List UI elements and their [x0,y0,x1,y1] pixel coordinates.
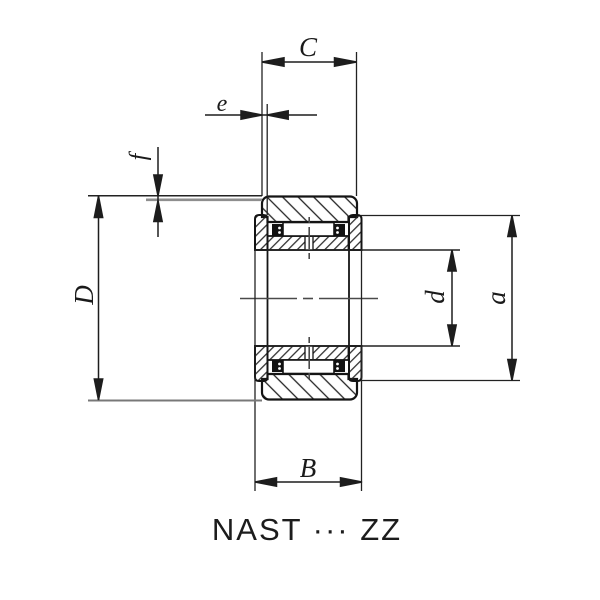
dim-label-d: d [420,290,450,304]
arrowhead [93,378,104,401]
side-plate-bottom-right [348,345,363,382]
side-plate-top-left [254,214,269,251]
shield-bottom-left [272,360,283,372]
extension-lines [88,52,520,491]
shield-top-right [334,224,345,236]
dimension-e [205,109,317,121]
dimension-D [93,196,104,401]
shield-top-left [272,224,283,236]
side-plate-bottom-left [254,345,269,382]
arrowhead [506,215,518,238]
dimension-C [261,56,357,68]
arrowhead [333,56,357,68]
arrowhead [261,56,285,68]
dim-label-D: D [69,285,99,306]
arrowhead [506,358,518,381]
dimension-a [506,215,518,381]
dimension-B [254,476,363,488]
centerlines [240,217,378,379]
dimension-lines [93,56,518,488]
side-plate-top-right [348,214,363,251]
dim-label-C: C [299,32,318,62]
arrowhead [254,476,278,488]
arrowhead [93,196,104,219]
dimension-f [152,147,164,237]
arrowhead [446,324,458,347]
dim-label-a: a [481,291,511,305]
dim-label-B: B [300,453,317,483]
arrowhead [446,249,458,272]
arrowhead [240,109,263,121]
dimension-d [446,249,458,347]
arrowhead [152,174,164,196]
arrowhead [152,200,164,223]
dim-label-e: e [217,91,228,117]
arrowhead [339,476,363,488]
part-number-title: NAST ··· ZZ [212,512,402,547]
dim-label-f: f [126,150,152,160]
shield-bottom-right [334,360,345,372]
arrowhead [267,109,289,121]
